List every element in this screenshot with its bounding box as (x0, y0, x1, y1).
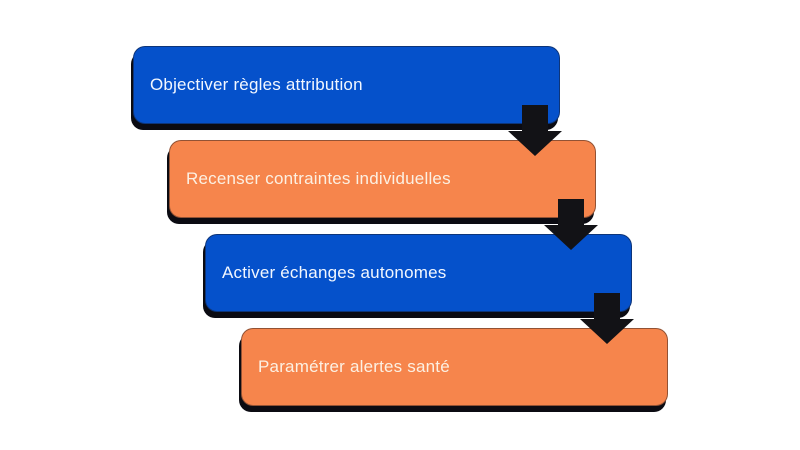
step-label-4: Paramétrer alertes santé (258, 357, 450, 376)
step-label-3: Activer échanges autonomes (222, 263, 447, 282)
down-arrow-shape (580, 293, 634, 344)
down-arrow-icon-3 (580, 293, 634, 344)
step-box-2: Recenser contraintes individuelles (169, 140, 596, 218)
step-box-4: Paramétrer alertes santé (241, 328, 668, 406)
down-arrow-shape (544, 199, 598, 250)
down-arrow-shape (508, 105, 562, 156)
down-arrow-icon-2 (544, 199, 598, 250)
step-label-2: Recenser contraintes individuelles (186, 169, 451, 188)
down-arrow-icon-1 (508, 105, 562, 156)
step-box-3: Activer échanges autonomes (205, 234, 632, 312)
step-box-1: Objectiver règles attribution (133, 46, 560, 124)
step-label-1: Objectiver règles attribution (150, 75, 363, 94)
